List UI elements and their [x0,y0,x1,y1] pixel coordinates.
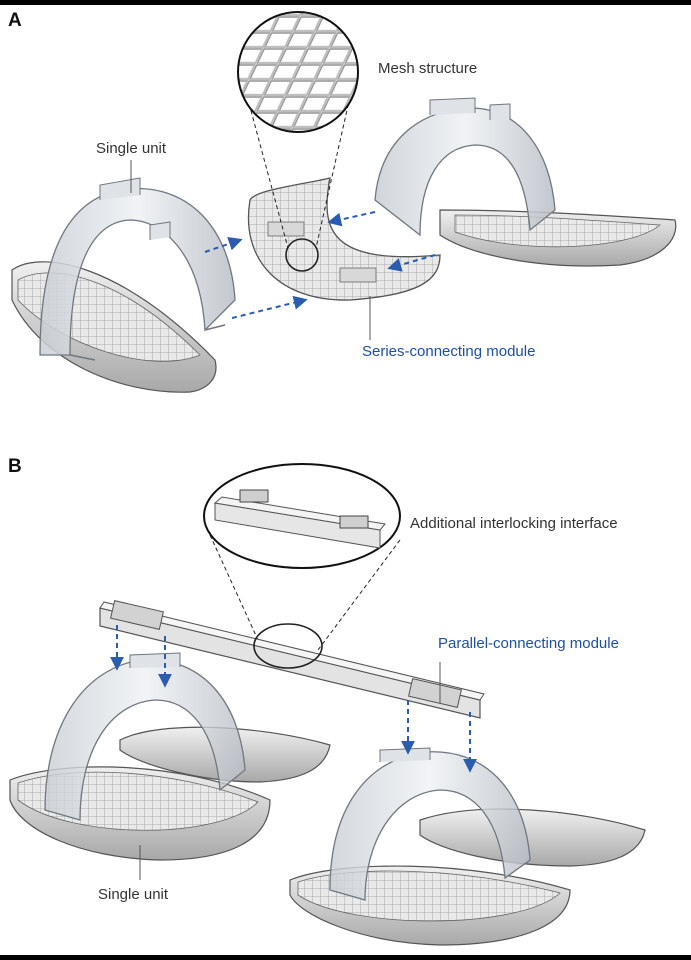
single-unit-left-b [9,652,331,861]
panel-b-drawing [9,463,646,946]
panel-a-drawing [11,11,677,393]
single-unit-left [11,177,236,393]
parallel-bar [99,600,485,719]
label-single-unit-a: Single unit [96,140,167,157]
label-parallel-connecting-module: Parallel-connecting module [438,635,619,652]
bottom-border [0,955,691,960]
panel-a-letter: A [8,10,22,31]
parallel-arrows [110,625,477,773]
label-series-connecting-module: Series-connecting module [362,343,536,360]
label-mesh-structure: Mesh structure [378,60,478,77]
mesh-magnifier [237,11,359,249]
interlock-magnifier [203,463,401,651]
top-border [0,0,691,5]
single-unit-right [374,97,677,267]
single-unit-right-b [289,747,646,946]
series-arrows [204,211,436,319]
panel-b-letter: B [8,456,22,477]
label-single-unit-b: Single unit [98,886,169,903]
label-interlocking-interface: Additional interlocking interface [410,515,618,532]
